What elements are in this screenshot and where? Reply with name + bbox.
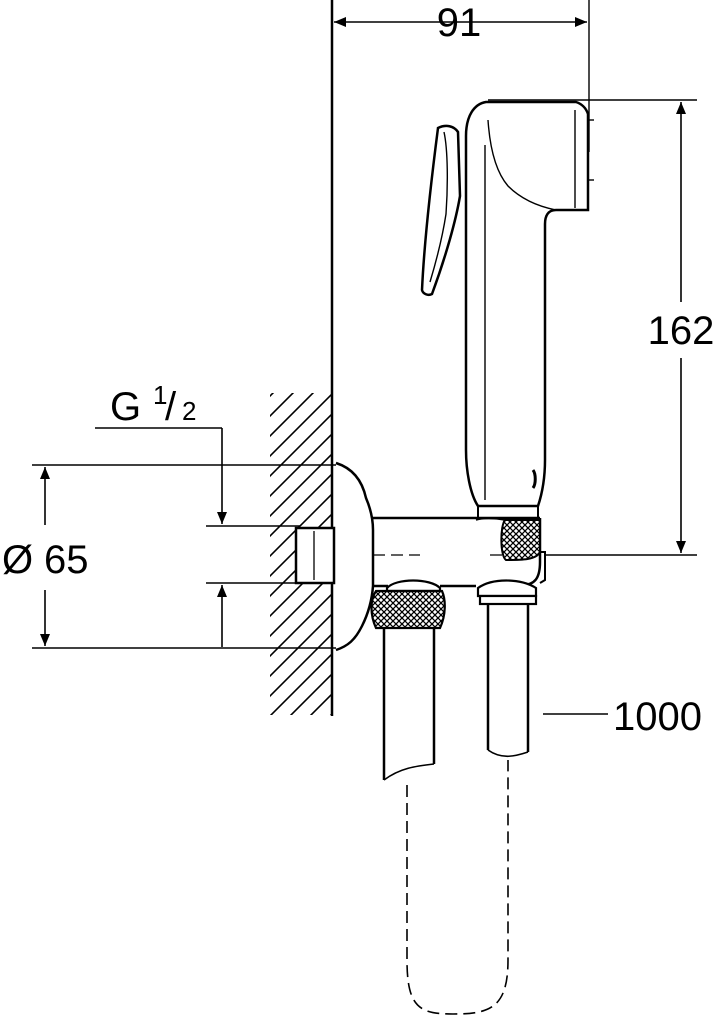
hatch-line	[270, 632, 332, 698]
thread-dimension: G 1 / 2	[95, 380, 300, 647]
threaded-nipple	[294, 526, 336, 585]
hatch-line	[289, 672, 332, 715]
thread-denominator: 2	[182, 396, 196, 426]
trigger-lever	[420, 124, 462, 297]
hatch-line	[329, 712, 332, 715]
height-label: 162	[648, 309, 715, 353]
left-hose	[382, 628, 436, 781]
hatch-line	[270, 393, 275, 398]
width-dimension: 91	[334, 0, 590, 152]
hose-loop-hidden	[406, 760, 509, 1015]
hatch-line	[270, 393, 295, 418]
shower-head	[464, 100, 590, 508]
height-dimension: 162	[488, 99, 715, 556]
diameter-dimension: Ø 65	[2, 464, 336, 649]
hatch-line	[270, 612, 332, 678]
right-hose	[486, 604, 530, 758]
hatch-line	[309, 692, 332, 715]
diameter-label: 65	[44, 538, 89, 582]
width-label: 91	[437, 1, 482, 45]
hatch-line	[270, 472, 332, 538]
hatch-line	[270, 412, 332, 478]
thread-slash: /	[165, 385, 177, 429]
left-hose-nut	[370, 579, 446, 630]
thread-letter: G	[110, 385, 141, 429]
hatch-line	[270, 393, 332, 458]
hatch-line	[270, 652, 332, 715]
thread-numerator: 1	[153, 380, 167, 410]
hand-shower	[420, 100, 594, 562]
hatch-line	[266, 310, 336, 380]
right-hose-nut	[476, 579, 538, 606]
hatch-line	[270, 592, 332, 658]
hatch-line	[270, 452, 332, 518]
hatch-line	[270, 393, 315, 438]
hatch-line	[270, 492, 332, 558]
wall-flange	[335, 461, 375, 652]
hose-length-dimension: 1000	[543, 695, 702, 739]
hose-length-label: 1000	[613, 695, 702, 739]
shower-knurled-collar	[475, 505, 541, 562]
diameter-symbol: Ø	[2, 538, 33, 582]
